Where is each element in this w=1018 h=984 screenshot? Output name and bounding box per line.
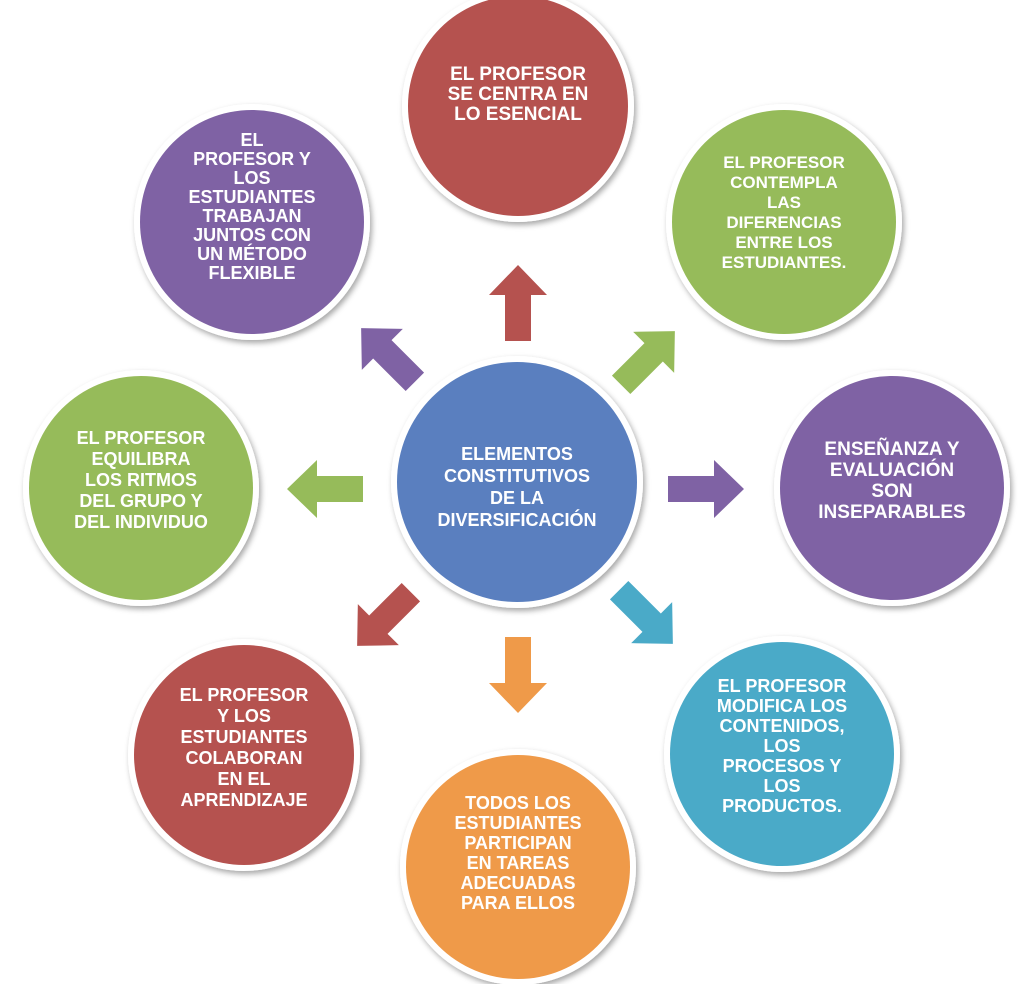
node-bottom-right-text-line: CONTENIDOS,	[719, 716, 844, 736]
node-top-text-line: SE CENTRA EN	[448, 84, 589, 105]
arrows-layer	[287, 265, 744, 713]
node-bottom-left-text-line: EL PROFESOR	[180, 685, 309, 705]
node-bottom-text-line: EN TAREAS	[467, 853, 570, 873]
arrow-left	[287, 460, 363, 518]
node-bottom-right-text-line: LOS	[763, 736, 800, 756]
node-left-text-line: LOS RITMOS	[85, 470, 197, 490]
node-top-text-line: EL PROFESOR	[450, 64, 586, 85]
arrow-top-left	[361, 328, 425, 392]
node-bottom-left-text-line: EN EL	[217, 769, 270, 789]
node-bottom-left-text-line: Y LOS	[217, 706, 271, 726]
node-top-right-text-line: ENTRE LOS	[735, 233, 832, 252]
node-right-text-line: EVALUACIÓN	[830, 459, 954, 481]
node-bottom-text-line: ADECUADAS	[460, 873, 575, 893]
arrow-bottom-left	[357, 582, 421, 646]
node-top-left-text-line: EL	[240, 130, 263, 150]
center-text-line: ELEMENTOS	[461, 444, 573, 464]
node-bottom-right-text-line: EL PROFESOR	[718, 676, 847, 696]
node-left-circle	[29, 376, 253, 600]
node-top-left-circle	[140, 110, 364, 334]
node-bottom-right-text-line: MODIFICA LOS	[717, 696, 847, 716]
node-right-text-line: INSEPARABLES	[818, 502, 965, 523]
node-bottom-left-text-line: ESTUDIANTES	[180, 727, 307, 747]
center-text-line: DE LA	[490, 488, 544, 508]
node-top-left-text-line: UN MÉTODO	[197, 243, 307, 264]
arrow-right	[668, 460, 744, 518]
arrow-top-right	[611, 331, 675, 395]
node-top-right-text-line: EL PROFESOR	[723, 153, 845, 172]
node-bottom-right-text-line: PRODUCTOS.	[722, 796, 842, 816]
node-bottom-text-line: PARA ELLOS	[461, 893, 575, 913]
node-top-left-text-line: PROFESOR Y	[193, 149, 311, 169]
node-right-text-line: ENSEÑANZA Y	[824, 438, 959, 460]
node-bottom-right-text-line: LOS	[763, 776, 800, 796]
node-left-text-line: EL PROFESOR	[77, 428, 206, 448]
arrow-top	[489, 265, 547, 341]
node-top-right-text-line: CONTEMPLA	[730, 173, 838, 192]
node-left-text-line: DEL INDIVIDUO	[74, 512, 208, 532]
node-top-right-circle	[672, 110, 896, 334]
node-top-text-line: LO ESENCIAL	[454, 104, 582, 125]
node-top-left-text-line: FLEXIBLE	[208, 263, 295, 283]
node-left-text-line: DEL GRUPO Y	[79, 491, 202, 511]
arrow-bottom-right	[609, 580, 673, 644]
node-top-left-text-line: LOS	[233, 168, 270, 188]
node-top-right-text-line: DIFERENCIAS	[726, 213, 841, 232]
arrow-bottom	[489, 637, 547, 713]
node-bottom-text-line: TODOS LOS	[465, 793, 571, 813]
node-top-right-text-line: LAS	[767, 193, 801, 212]
node-bottom-text-line: PARTICIPAN	[464, 833, 571, 853]
center-text-line: DIVERSIFICACIÓN	[437, 509, 596, 530]
node-top-left-text-line: ESTUDIANTES	[188, 187, 315, 207]
node-bottom-right-text-line: PROCESOS Y	[723, 756, 842, 776]
node-left-text-line: EQUILIBRA	[92, 449, 191, 469]
node-bottom-right-circle	[670, 642, 894, 866]
center-text-line: CONSTITUTIVOS	[444, 466, 590, 486]
node-top-left-text-line: JUNTOS CON	[193, 225, 311, 245]
node-top-right-text-line: ESTUDIANTES.	[722, 253, 847, 272]
node-bottom-left-circle	[134, 645, 354, 865]
node-right-text-line: SON	[871, 481, 912, 502]
node-top-circle	[408, 0, 628, 216]
center-circle	[397, 362, 637, 602]
node-top-right: EL PROFESORCONTEMPLALASDIFERENCIASENTRE …	[666, 104, 902, 340]
node-bottom-text-line: ESTUDIANTES	[454, 813, 581, 833]
node-bottom-left-text-line: COLABORAN	[186, 748, 303, 768]
node-top-left-text-line: TRABAJAN	[203, 206, 302, 226]
node-bottom-left-text-line: APRENDIZAJE	[180, 790, 307, 810]
node-bottom-circle	[406, 755, 630, 979]
node-right-circle	[780, 376, 1004, 600]
